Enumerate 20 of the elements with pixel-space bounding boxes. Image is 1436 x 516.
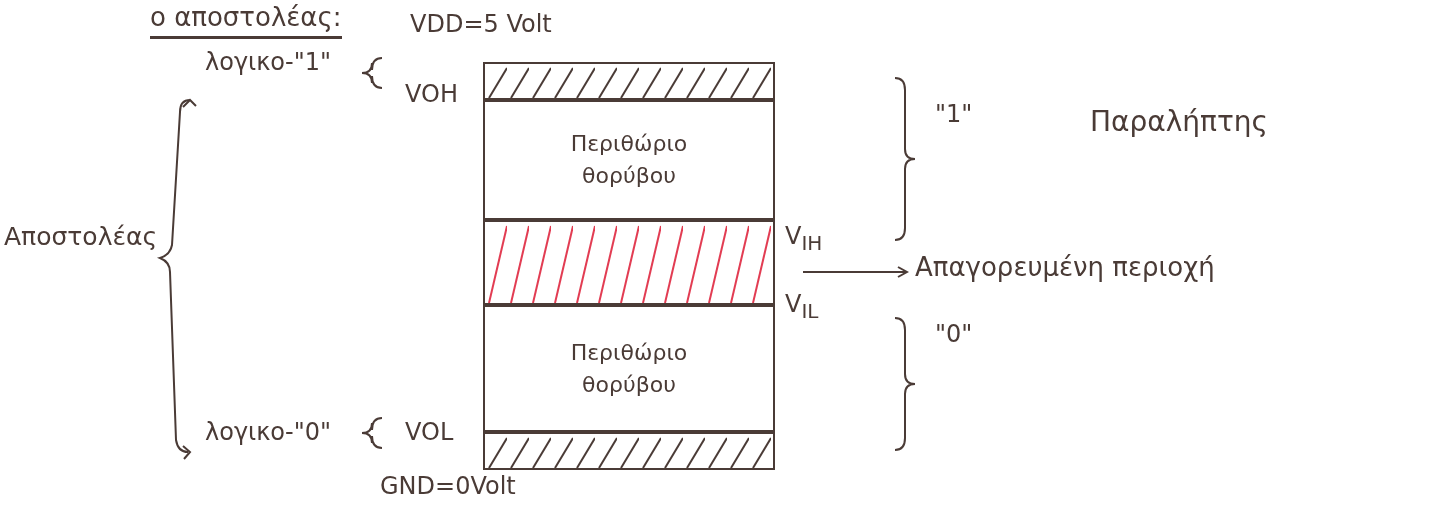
- noise-margin-band: Περιθώριο θορύβου: [483, 305, 775, 432]
- voltage-label: V$_{IL}$: [785, 290, 819, 323]
- voltage-label: V$_{IH}$: [785, 222, 823, 255]
- logic-value-label: "1": [935, 100, 973, 128]
- voltage-label: VDD=5 Volt: [410, 10, 552, 38]
- logic-level-label: λογικο-"1": [205, 48, 332, 76]
- side-label: Αποστολέας: [4, 222, 158, 251]
- voltage-label: VOL: [405, 418, 454, 446]
- logic-level-label: λογικο-"0": [205, 418, 332, 446]
- title: ο αποστολέας:: [150, 2, 342, 39]
- hatched-band: [483, 220, 775, 305]
- logic-value-label: "0": [935, 320, 973, 348]
- voltage-label: VOH: [405, 80, 458, 108]
- side-label: Παραλήπτης: [1090, 105, 1268, 138]
- region-label: Απαγορευμένη περιοχή: [915, 252, 1315, 292]
- noise-margin-band: Περιθώριο θορύβου: [483, 100, 775, 220]
- hatched-band: [483, 62, 775, 100]
- hatched-band: [483, 432, 775, 470]
- arrow: [802, 266, 908, 278]
- voltage-label: GND=0Volt: [380, 472, 516, 500]
